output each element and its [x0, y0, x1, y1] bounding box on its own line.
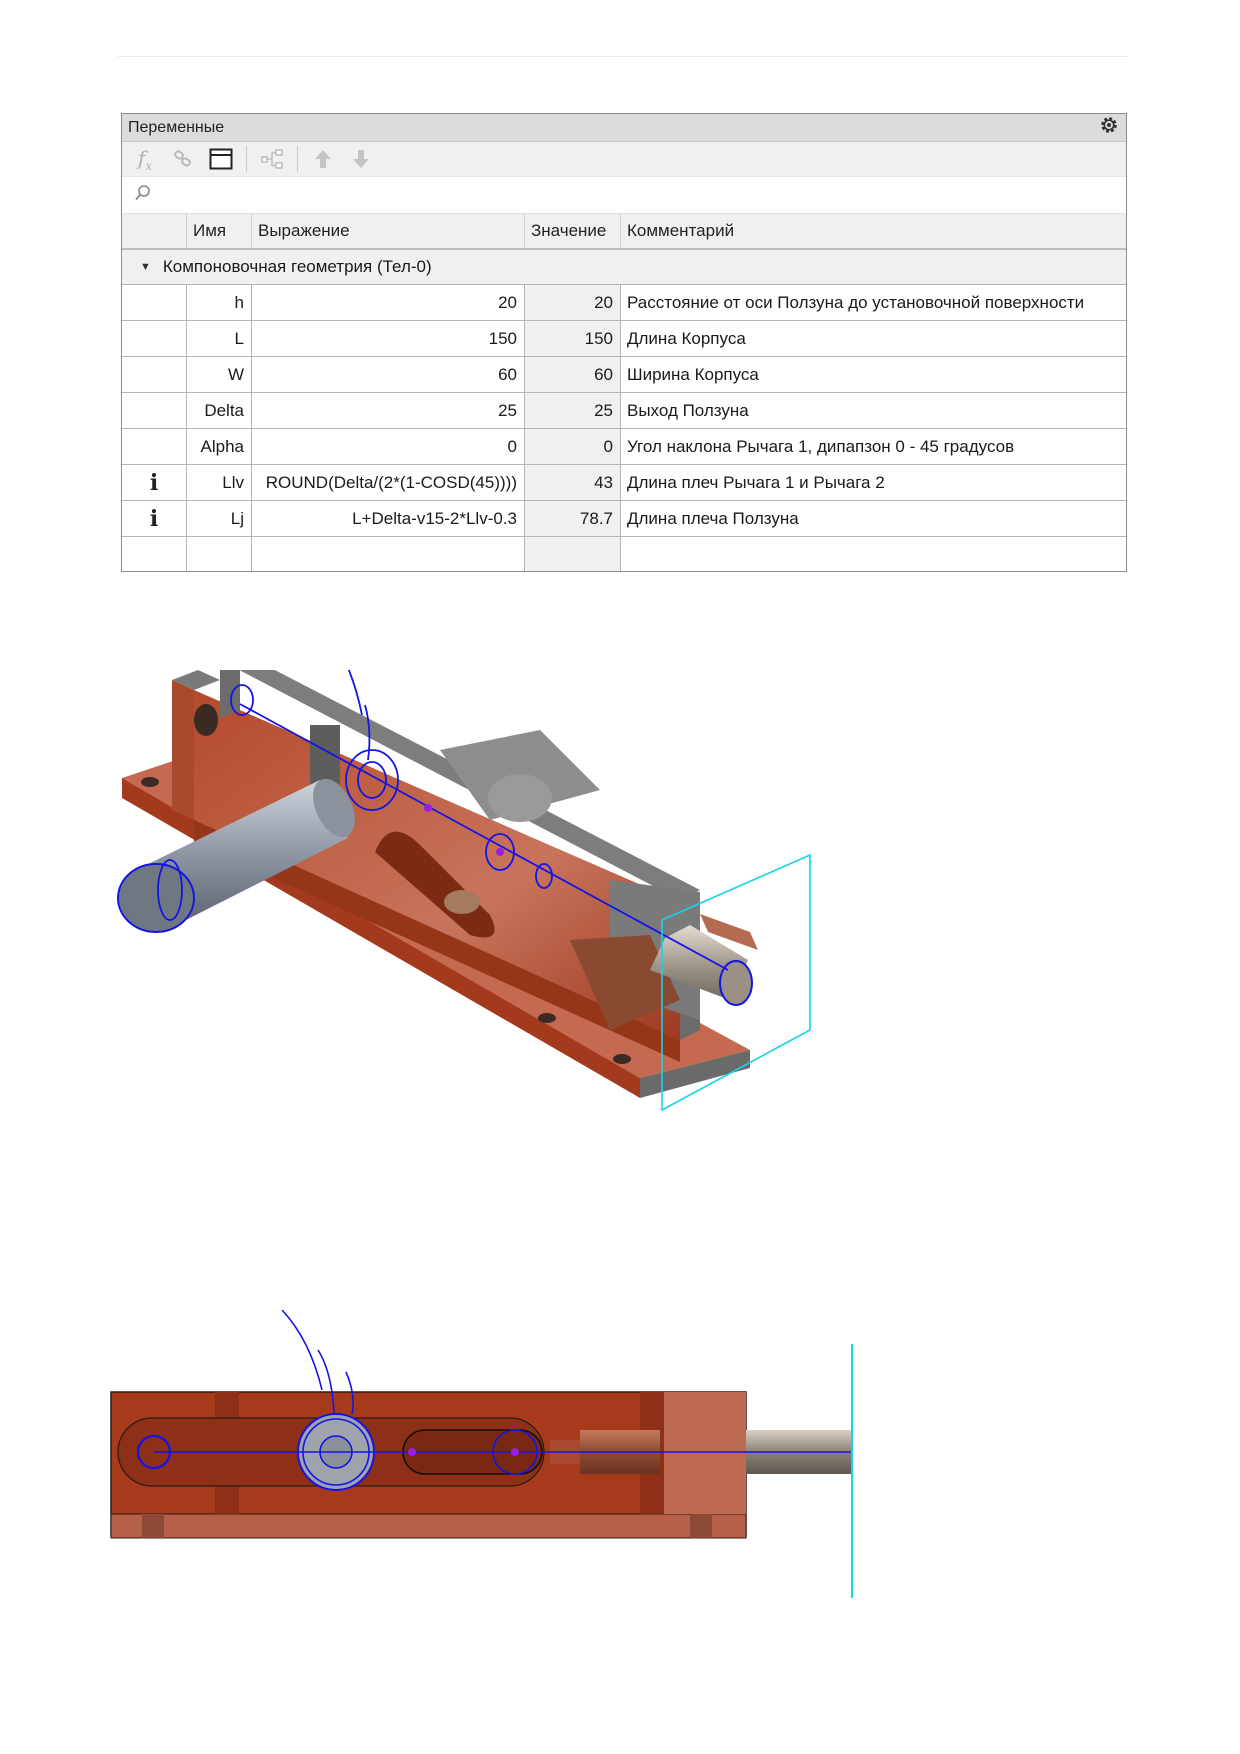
front-model-view — [110, 1310, 853, 1598]
cell-comment[interactable]: Расстояние от оси Ползуна до установочно… — [627, 292, 1085, 312]
table-row[interactable]: Alpha 0 0 Угол наклона Рычага 1, дипапзо… — [122, 429, 1126, 465]
cell-name[interactable] — [187, 537, 252, 571]
shaft-cylinder — [650, 914, 758, 1006]
cell-value: 150 — [525, 321, 621, 356]
header-comment[interactable]: Комментарий — [627, 221, 735, 240]
tree-icon[interactable] — [255, 144, 289, 174]
header-name[interactable]: Имя — [187, 214, 252, 248]
cell-comment[interactable]: Ширина Корпуса — [627, 364, 759, 384]
settings-gear-icon[interactable] — [1098, 114, 1120, 141]
fx-icon[interactable]: fx — [137, 145, 153, 173]
housing-front — [110, 1391, 747, 1539]
row-info — [122, 537, 187, 571]
header-value[interactable]: Значение — [525, 214, 621, 248]
cell-expression[interactable]: 150 — [252, 321, 525, 356]
row-info — [122, 285, 187, 320]
cell-name[interactable]: W — [187, 357, 252, 392]
cell-value: 78.7 — [525, 501, 621, 536]
cell-name[interactable]: Delta — [187, 393, 252, 428]
group-label: Компоновочная геометрия (Тел-0) — [162, 257, 432, 276]
sketch-lines — [154, 1310, 852, 1453]
table-row[interactable]: W 60 60 Ширина Корпуса — [122, 357, 1126, 393]
table-row-empty[interactable] — [122, 537, 1126, 571]
cell-value — [525, 537, 621, 571]
cell-expression[interactable]: 25 — [252, 393, 525, 428]
panel-titlebar: Переменные — [122, 114, 1126, 142]
table-header: Имя Выражение Значение Комментарий — [122, 213, 1126, 250]
cell-comment[interactable]: Длина плеч Рычага 1 и Рычага 2 — [627, 472, 885, 492]
header-marker — [122, 214, 187, 248]
row-info — [122, 357, 187, 392]
cell-expression[interactable]: L+Delta-v15-2*Llv-0.3 — [252, 501, 525, 536]
reference-plane — [661, 853, 811, 1112]
table-icon[interactable] — [204, 144, 238, 174]
cell-comment[interactable]: Длина Корпуса — [627, 328, 746, 348]
cell-name[interactable]: Llv — [187, 465, 252, 500]
cell-comment[interactable] — [621, 537, 1126, 571]
toolbar-separator — [246, 146, 247, 172]
cell-expression[interactable]: 0 — [252, 429, 525, 464]
group-row[interactable]: ▼ Компоновочная геометрия (Тел-0) — [122, 250, 1126, 285]
row-info — [122, 393, 187, 428]
page-top-rule — [118, 56, 1128, 57]
cell-value: 20 — [525, 285, 621, 320]
cell-comment[interactable]: Длина плеча Ползуна — [627, 508, 799, 528]
cell-name[interactable]: Alpha — [187, 429, 252, 464]
table-row[interactable]: i Llv ROUND(Delta/(2*(1-COSD(45)))) 43 Д… — [122, 465, 1126, 501]
table-row[interactable]: i Lj L+Delta-v15-2*Llv-0.3 78.7 Длина пл… — [122, 501, 1126, 537]
cell-name[interactable]: Lj — [187, 501, 252, 536]
cell-expression[interactable] — [252, 537, 525, 571]
search-row[interactable] — [122, 177, 1126, 213]
link-icon[interactable] — [166, 144, 200, 174]
panel-title: Переменные — [128, 118, 225, 136]
cell-name[interactable]: h — [187, 285, 252, 320]
arrow-down-icon[interactable] — [344, 144, 378, 174]
search-icon[interactable] — [134, 184, 152, 207]
row-info — [122, 321, 187, 356]
variables-panel: Переменные fx — [121, 113, 1127, 572]
table-row[interactable]: h 20 20 Расстояние от оси Ползуна до уст… — [122, 285, 1126, 321]
cell-value: 43 — [525, 465, 621, 500]
table-row[interactable]: L 150 150 Длина Корпуса — [122, 321, 1126, 357]
cell-expression[interactable]: 60 — [252, 357, 525, 392]
cell-value: 25 — [525, 393, 621, 428]
cell-expression[interactable]: ROUND(Delta/(2*(1-COSD(45)))) — [252, 465, 525, 500]
collapse-triangle-icon[interactable]: ▼ — [140, 261, 151, 273]
cell-comment[interactable]: Выход Ползуна — [627, 400, 749, 420]
arrow-up-icon[interactable] — [306, 144, 340, 174]
toolbar-separator — [297, 146, 298, 172]
row-info: i — [122, 465, 187, 500]
row-info: i — [122, 501, 187, 536]
sketch-points — [408, 1448, 519, 1456]
panel-toolbar: fx — [122, 142, 1126, 177]
cell-comment[interactable]: Угол наклона Рычага 1, дипапзон 0 - 45 г… — [627, 436, 1015, 456]
info-icon[interactable]: i — [149, 505, 159, 532]
rod-cylinder — [117, 778, 355, 933]
table-row[interactable]: Delta 25 25 Выход Ползуна — [122, 393, 1126, 429]
cell-value: 60 — [525, 357, 621, 392]
cell-name[interactable]: L — [187, 321, 252, 356]
isometric-model-view — [117, 670, 811, 1112]
cell-value: 0 — [525, 429, 621, 464]
sketch-lines — [230, 670, 729, 971]
housing-body — [172, 670, 700, 1062]
sketch-points — [424, 804, 504, 856]
info-icon[interactable]: i — [149, 469, 159, 496]
row-info — [122, 429, 187, 464]
header-expression[interactable]: Выражение — [252, 214, 525, 248]
cell-expression[interactable]: 20 — [252, 285, 525, 320]
